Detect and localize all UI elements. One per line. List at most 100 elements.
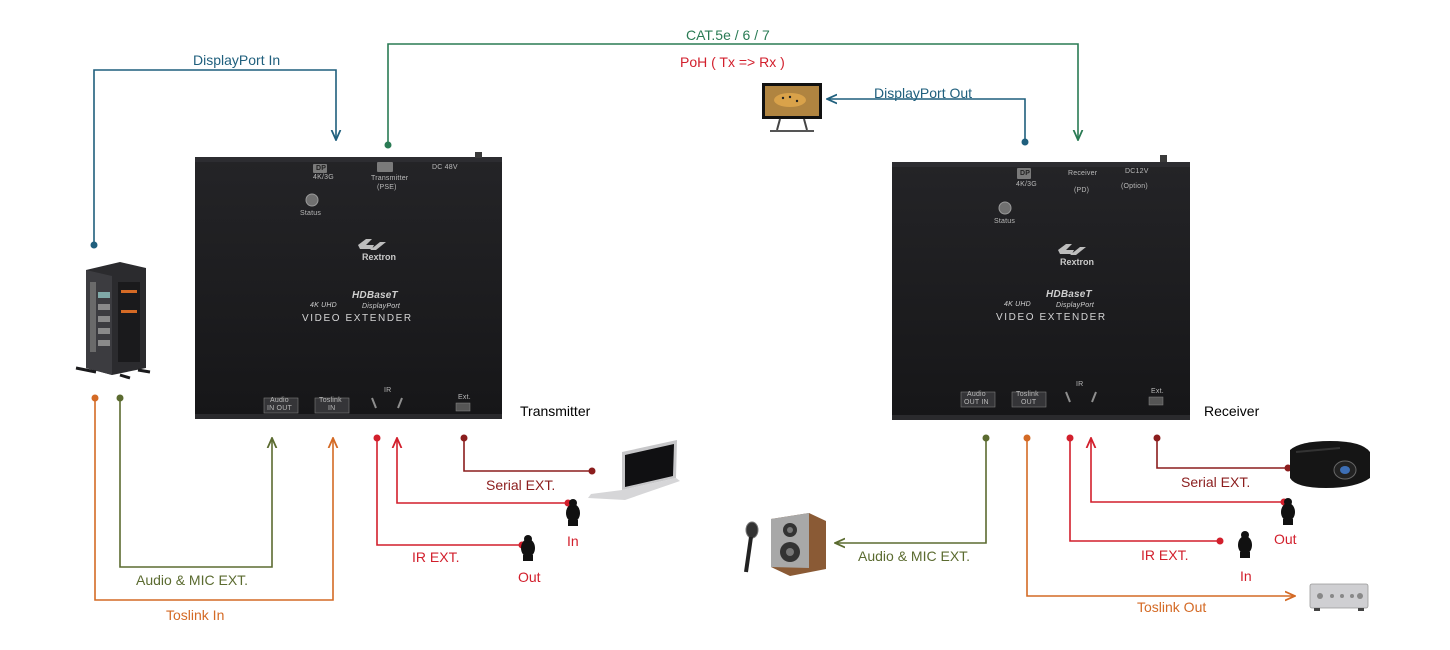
rx-btm-audio-sub: OUT IN <box>964 399 989 406</box>
tx-port-link-label: Transmitter <box>371 175 409 182</box>
toslink-out-dot <box>1023 434 1031 442</box>
serial-tx-dot-a <box>460 434 468 442</box>
rx-port-dp-label: 4K/3G <box>1016 181 1037 188</box>
status-led-icon <box>305 193 319 207</box>
ir-sensor-icon <box>1238 531 1252 558</box>
rx-model-top: 4K UHD <box>1004 301 1031 308</box>
rx-brand-label: Rextron <box>1060 257 1095 267</box>
toslink-in-line <box>94 398 333 601</box>
audio-mic-rx-dot <box>982 434 990 442</box>
audio-mic-tx-dot <box>116 394 124 402</box>
serial-tx-dot-b <box>588 467 596 475</box>
displayport-out-label: DisplayPort Out <box>874 85 973 101</box>
rx-btm-ir: IR <box>1076 381 1084 388</box>
audio-mic-rx-line <box>835 438 987 543</box>
tx-model-mid: HDBaseT <box>352 290 398 301</box>
serial-rx-dot-a <box>1153 434 1161 442</box>
ir-out-tx-label: Out <box>518 569 541 585</box>
receiver-label: Receiver <box>1204 403 1260 419</box>
monitor-icon <box>762 83 822 132</box>
transmitter-label: Transmitter <box>520 403 591 419</box>
toslink-out-label: Toslink Out <box>1137 599 1207 615</box>
ir-out-rx-dot-a <box>1066 434 1074 442</box>
serial-rx-dot-b <box>1284 464 1292 472</box>
ir-out-rx-label: Out <box>1274 531 1297 547</box>
transmitter-device <box>195 152 502 419</box>
displayport-in-dot <box>90 241 98 249</box>
rx-btm-audio: Audio <box>967 391 986 398</box>
tx-model-top: 4K UHD <box>310 302 337 309</box>
serial-ext-tx-label: Serial EXT. <box>486 477 556 493</box>
serial-tx-line <box>463 438 592 472</box>
tx-btm-audio: Audio <box>270 397 289 404</box>
audio-mic-rx-label: Audio & MIC EXT. <box>858 548 971 564</box>
toslink-in-dot <box>91 394 99 402</box>
toslink-in-label: Toslink In <box>166 607 225 623</box>
ir-in-rx-label: In <box>1240 568 1252 584</box>
ir-port-icon <box>1065 391 1097 403</box>
rx-port-link-sub: (PD) <box>1074 187 1090 194</box>
tx-model-right: DisplayPort <box>362 303 400 310</box>
toslink-out-line <box>1026 438 1295 596</box>
cat-cable-line <box>387 43 1078 145</box>
ir-out-rx-line <box>1069 438 1220 542</box>
displayport-out-line <box>827 99 1026 142</box>
rx-port-dc-label: DC12V <box>1125 168 1149 175</box>
displayport-in-line <box>93 69 336 245</box>
rx-model-bottom: VIDEO EXTENDER <box>996 312 1107 323</box>
serial-rx-line <box>1156 438 1288 469</box>
microphone-icon <box>744 521 759 573</box>
tx-port-dp-badge: DP <box>316 165 327 172</box>
rx-status-label: Status <box>994 218 1016 225</box>
amplifier-icon <box>1309 583 1369 611</box>
displayport-in-label: DisplayPort In <box>193 52 281 68</box>
cat-cable-dot <box>384 141 392 149</box>
status-led-icon <box>998 201 1012 215</box>
ir-out-rx-dot-b <box>1216 537 1224 545</box>
tx-port-dp-label: 4K/3G <box>313 174 334 181</box>
rextron-logo-icon <box>358 239 386 250</box>
tx-btm-toslink-sub: IN <box>328 405 336 412</box>
rx-btm-toslink-sub: OUT <box>1021 399 1037 406</box>
laptop-icon <box>588 440 680 500</box>
rx-model-right: DisplayPort <box>1056 302 1094 309</box>
projector-icon <box>1290 441 1370 488</box>
rx-port-dp-badge: DP <box>1020 170 1031 177</box>
tx-model-bottom: VIDEO EXTENDER <box>302 313 413 324</box>
cat-cable-label: CAT.5e / 6 / 7 <box>686 27 770 43</box>
rx-port-link-label: Receiver <box>1068 170 1098 177</box>
serial-ext-rx-label: Serial EXT. <box>1181 474 1251 490</box>
ir-out-tx-line <box>376 438 522 546</box>
speaker-icon <box>771 513 826 576</box>
rextron-logo-icon <box>1058 244 1086 255</box>
rx-btm-toslink: Toslink <box>1016 391 1039 398</box>
rx-port-dc-sub: (Option) <box>1121 183 1148 190</box>
ir-in-tx-label: In <box>567 533 579 549</box>
ir-ext-rx-label: IR EXT. <box>1141 547 1189 563</box>
tx-status-label: Status <box>300 210 322 217</box>
ir-sensor-icon <box>521 535 535 561</box>
tx-btm-audio-sub: IN OUT <box>267 405 292 412</box>
rx-model-mid: HDBaseT <box>1046 289 1092 300</box>
tx-btm-ir: IR <box>384 387 392 394</box>
tx-btm-ext: Ext. <box>458 394 471 401</box>
rx-btm-ext: Ext. <box>1151 388 1164 395</box>
poh-label: PoH ( Tx => Rx ) <box>680 54 785 70</box>
pc-tower-icon <box>75 262 151 380</box>
ir-out-tx-dot-a <box>373 434 381 442</box>
audio-mic-tx-label: Audio & MIC EXT. <box>136 572 249 588</box>
tx-btm-toslink: Toslink <box>319 397 342 404</box>
displayport-out-dot <box>1021 138 1029 146</box>
ir-port-icon <box>371 397 403 409</box>
receiver-device <box>892 155 1190 420</box>
ir-sensor-icon <box>566 499 580 526</box>
ir-ext-tx-label: IR EXT. <box>412 549 460 565</box>
tx-port-dc-label: DC 48V <box>432 164 458 171</box>
ir-in-rx-line <box>1091 438 1284 503</box>
ir-sensor-icon <box>1281 498 1295 525</box>
tx-brand-label: Rextron <box>362 252 397 262</box>
ir-in-tx-line <box>397 438 568 504</box>
audio-mic-tx-line <box>119 398 272 568</box>
tx-port-link-sub: (PSE) <box>377 184 397 191</box>
